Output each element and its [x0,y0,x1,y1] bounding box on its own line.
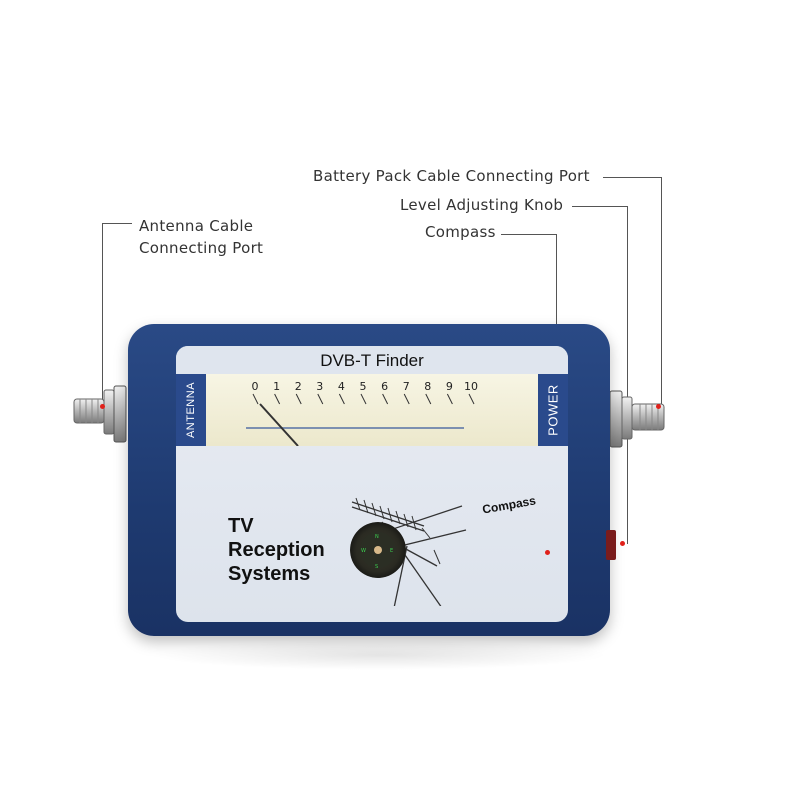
meter-label-4: 4 [338,380,345,393]
meter-tick [317,393,324,405]
antenna-label: ANTENNA [185,381,197,439]
level-knob-leader-h [572,206,628,207]
meter-tick [425,393,432,405]
meter-tick [295,393,302,405]
body-text-line2: Reception [228,539,325,561]
power-label-panel: POWER [538,374,568,446]
meter-label-2: 2 [295,380,302,393]
antenna-port-marker [100,404,105,409]
battery-port-callout: Battery Pack Cable Connecting Port [313,167,590,185]
compass-callout: Compass [425,223,496,241]
meter-label-0: 0 [252,380,259,393]
antenna-port-callout-line2: Connecting Port [139,239,264,257]
svg-text:W: W [361,548,366,554]
compass-label: Compass [481,493,537,517]
meter-tick [382,393,389,405]
level-knob-callout: Level Adjusting Knob [400,196,564,214]
meter-label-10: 10 [464,380,478,393]
level-knob-marker [620,541,625,546]
tv-reception-systems-text: TV Reception Systems [228,514,325,586]
antenna-port-leader-v [102,223,103,405]
meter-ticks [252,393,475,405]
svg-text:E: E [390,548,393,554]
meter-tick [252,393,259,405]
antenna-label-panel: ANTENNA [176,374,206,446]
meter-label-3: 3 [316,380,323,393]
meter-tick [403,393,410,405]
device-title: DVB-T Finder [320,351,424,370]
antenna-port-leader-h [102,223,132,224]
meter-label-9: 9 [446,380,453,393]
compass-marker [545,550,550,555]
device-shadow [150,640,610,670]
meter-label-1: 1 [273,380,280,393]
meter-tick [274,393,281,405]
body-text-line3: Systems [228,563,311,585]
level-knob-leader-v [627,206,628,544]
compass-leader-h [501,234,557,235]
meter-label-8: 8 [424,380,431,393]
antenna-connector[interactable] [70,384,132,444]
battery-port-leader-v [661,177,662,407]
signal-meter: 0 1 2 3 4 5 6 7 8 9 10 [206,374,538,447]
meter-label-7: 7 [403,380,410,393]
power-label: POWER [545,384,561,436]
compass: N E S W [350,522,406,578]
meter-tick [360,393,367,405]
meter-tick [338,393,345,405]
meter-needle [259,403,299,447]
meter-label-5: 5 [360,380,367,393]
title-bar: DVB-T Finder [176,346,568,374]
svg-text:S: S [375,564,378,570]
body-text-line1: TV [228,515,254,537]
antenna-port-callout-line1: Antenna Cable [139,217,254,235]
battery-port-marker [656,404,661,409]
battery-port-leader-h [603,177,662,178]
meter-tick [446,393,453,405]
power-connector[interactable] [606,389,670,449]
meter-label-6: 6 [381,380,388,393]
meter-labels: 0 1 2 3 4 5 6 7 8 9 10 [252,380,479,393]
level-adjusting-knob[interactable] [606,530,616,560]
svg-text:N: N [375,534,379,540]
meter-tick [468,393,475,405]
